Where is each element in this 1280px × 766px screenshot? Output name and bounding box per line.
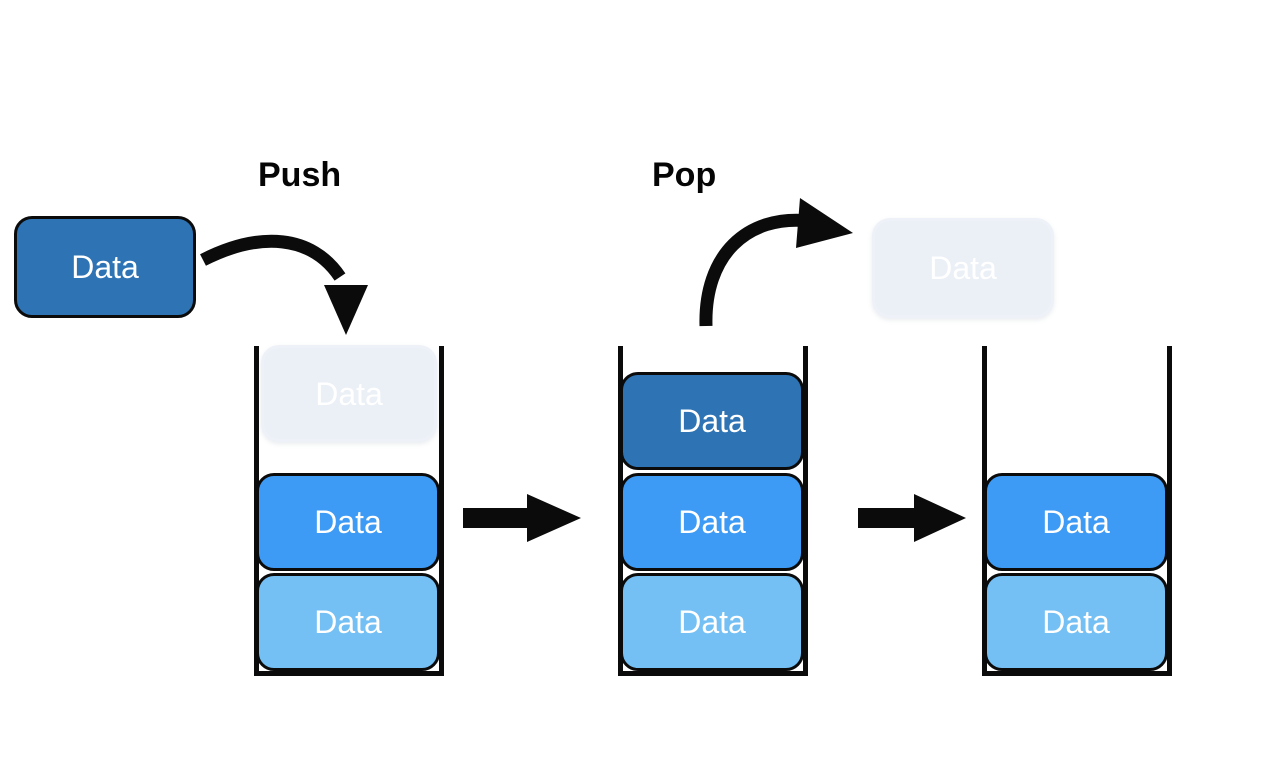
stack1-slot-middle-label: Data [314,504,382,540]
flow-arrow-stage1-to-stage2 [463,494,581,542]
incoming-data-box[interactable]: Data [14,216,196,318]
stack2-slot-middle-label: Data [678,504,746,540]
stack1-slot-top-ghost[interactable]: Data [261,345,437,442]
stack1-slot-middle[interactable]: Data [256,473,440,571]
stack2-slot-bottom[interactable]: Data [620,573,804,671]
popped-data-box-ghost[interactable]: Data [872,218,1054,318]
stack2-slot-middle[interactable]: Data [620,473,804,571]
stack2-slot-bottom-label: Data [678,604,746,640]
stack3-slot-middle[interactable]: Data [984,473,1168,571]
flow-arrow-stage2-to-stage3 [858,494,966,542]
stack1-slot-top-label: Data [315,375,383,412]
push-label: Push [258,156,342,194]
pop-label: Pop [652,156,717,194]
popped-data-box-label: Data [929,250,997,286]
stack3-slot-bottom-label: Data [1042,604,1110,640]
stack1-slot-bottom-label: Data [314,604,382,640]
stack2-slot-top[interactable]: Data [620,372,804,470]
stack3-slot-bottom[interactable]: Data [984,573,1168,671]
stack3-slot-middle-label: Data [1042,504,1110,540]
push-curved-arrow [200,234,368,335]
incoming-data-box-label: Data [71,249,139,285]
pop-curved-arrow [699,198,853,327]
stack1-slot-bottom[interactable]: Data [256,573,440,671]
stack2-slot-top-label: Data [678,403,746,439]
